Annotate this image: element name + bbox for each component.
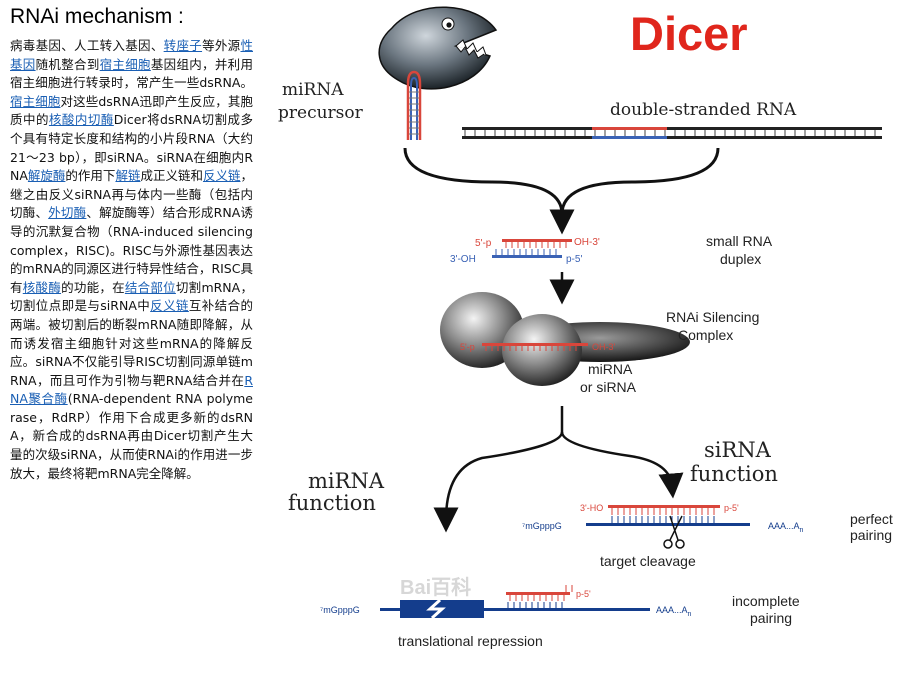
mirna-precursor-hairpin bbox=[406, 70, 422, 140]
mirna-precursor-label-2: precursor bbox=[278, 103, 364, 123]
inline-link[interactable]: 性基因 bbox=[10, 38, 253, 72]
paragraph-text: 病毒基因、人工转入基因、 bbox=[10, 38, 164, 53]
dicer-enzyme-icon bbox=[378, 6, 498, 90]
paragraph-text: 的作用下 bbox=[65, 168, 116, 184]
inline-link[interactable]: 宿主细胞 bbox=[99, 56, 151, 72]
paragraph-text: 互补结合的两端。被切割后的断裂mRNA随即降解，从而诱发宿主细胞针对这些mRNA… bbox=[10, 298, 253, 388]
mirna-or-sirna-label-2: or siRNA bbox=[580, 379, 637, 395]
small-rna-label-1: small RNA bbox=[706, 233, 773, 249]
target-cleavage-diagram: 3'-HO p-5' ⁷mGpppG AAA...An bbox=[522, 503, 804, 534]
small-rna-duplex: 5'-p OH-3' 3'-OH p-5' bbox=[450, 237, 600, 265]
sirna-function-label-1: siRNA bbox=[704, 438, 772, 462]
incomplete-pairing-label-1: incomplete bbox=[732, 593, 800, 609]
paragraph-text: 随机整合到 bbox=[35, 56, 100, 72]
inline-link[interactable]: 反义链 bbox=[150, 298, 189, 314]
target-cleavage-label: target cleavage bbox=[600, 553, 696, 569]
inline-link[interactable]: 宿主细胞 bbox=[10, 93, 61, 109]
description-paragraph: 病毒基因、人工转入基因、转座子等外源性基因随机整合到宿主细胞基因组内，并利用宿主… bbox=[10, 37, 253, 483]
inline-link[interactable]: 外切酶 bbox=[48, 205, 87, 221]
inline-link[interactable]: 转座子 bbox=[163, 38, 203, 53]
svg-text:3'-HO: 3'-HO bbox=[580, 503, 603, 513]
inline-link[interactable]: 解旋酶 bbox=[27, 168, 66, 184]
mirna-function-label-1: miRNA bbox=[308, 469, 385, 493]
svg-text:p-5': p-5' bbox=[724, 503, 739, 513]
paragraph-text: Dicer将dsRNA切割成多个具有特定长度和结构的小片段RNA（大约21～23… bbox=[10, 112, 253, 184]
svg-text:p-5': p-5' bbox=[566, 254, 582, 265]
scissors-icon bbox=[663, 515, 685, 549]
inline-link[interactable]: 核酸内切酶 bbox=[48, 112, 114, 128]
inline-link[interactable]: 解链 bbox=[115, 168, 141, 184]
risc-label-2: Complex bbox=[678, 327, 733, 343]
inline-link[interactable]: 核酸酶 bbox=[22, 279, 62, 295]
risc-label-1: RNAi Silencing bbox=[666, 309, 759, 325]
dicer-label: Dicer bbox=[630, 7, 748, 60]
inline-link[interactable]: 结合部位 bbox=[124, 279, 176, 295]
inline-link[interactable]: 反义链 bbox=[202, 168, 241, 184]
svg-text:AAA...An: AAA...An bbox=[656, 605, 692, 618]
svg-text:3'-OH: 3'-OH bbox=[450, 254, 476, 265]
paragraph-text: (RNA-dependent RNA polymerase，RdRP）作用下合成… bbox=[10, 391, 253, 481]
rnai-mechanism-diagram: Dicer miRNA precursor double-stranded RN… bbox=[278, 6, 893, 649]
baidu-watermark: Bai百科 bbox=[400, 575, 471, 599]
svg-text:AAA...An: AAA...An bbox=[768, 521, 804, 534]
svg-text:p-5': p-5' bbox=[576, 589, 591, 599]
translational-repression-label: translational repression bbox=[398, 633, 543, 649]
mirna-precursor-label-1: miRNA bbox=[282, 80, 344, 100]
perfect-pairing-label-2: pairing bbox=[850, 527, 892, 543]
paragraph-text: 成正义链和 bbox=[140, 168, 203, 184]
paragraph-text: 等外源 bbox=[202, 38, 241, 53]
svg-text:OH-3': OH-3' bbox=[592, 342, 616, 352]
paragraph-text: 对这些dsRNA迅即产生反应，其胞质中的 bbox=[10, 93, 253, 128]
dsrna-label: double-stranded RNA bbox=[610, 100, 797, 120]
inline-link[interactable]: RNA聚合酶 bbox=[10, 372, 253, 407]
svg-text:5'-p: 5'-p bbox=[460, 342, 475, 352]
svg-text:⁷mGpppG: ⁷mGpppG bbox=[522, 521, 562, 531]
mirna-function-label-2: function bbox=[288, 491, 376, 515]
perfect-pairing-label-1: perfect bbox=[850, 511, 893, 527]
incomplete-pairing-label-2: pairing bbox=[750, 610, 792, 626]
page-title: RNAi mechanism : bbox=[10, 5, 184, 28]
paragraph-text: 、解旋酶等）结合形成RNA诱导的沉默复合物（RNA-induced silenc… bbox=[10, 205, 253, 295]
sirna-function-label-2: function bbox=[690, 462, 778, 486]
paragraph-text: 基因组内，并利用宿主细胞进行转录时，常产生一些dsRNA。 bbox=[10, 56, 253, 91]
double-stranded-rna bbox=[462, 127, 882, 139]
svg-text:OH-3': OH-3' bbox=[574, 237, 600, 248]
risc-complex-icon: 5'-p OH-3' bbox=[440, 292, 690, 386]
mirna-or-sirna-label-1: miRNA bbox=[588, 361, 633, 377]
translational-repression-diagram: p-5' ⁷mGpppG AAA...An bbox=[320, 585, 692, 620]
paragraph-text: 的功能，在 bbox=[61, 279, 125, 295]
paragraph-text: 切割mRNA，切割位点即是与siRNA中 bbox=[10, 279, 253, 314]
merge-bracket bbox=[403, 147, 720, 215]
small-rna-label-2: duplex bbox=[720, 251, 761, 267]
paragraph-text: ，继之由反义siRNA再与体内一些酶（包括内切酶、 bbox=[10, 168, 253, 221]
svg-text:⁷mGpppG: ⁷mGpppG bbox=[320, 605, 360, 615]
svg-text:5'-p: 5'-p bbox=[475, 238, 492, 249]
